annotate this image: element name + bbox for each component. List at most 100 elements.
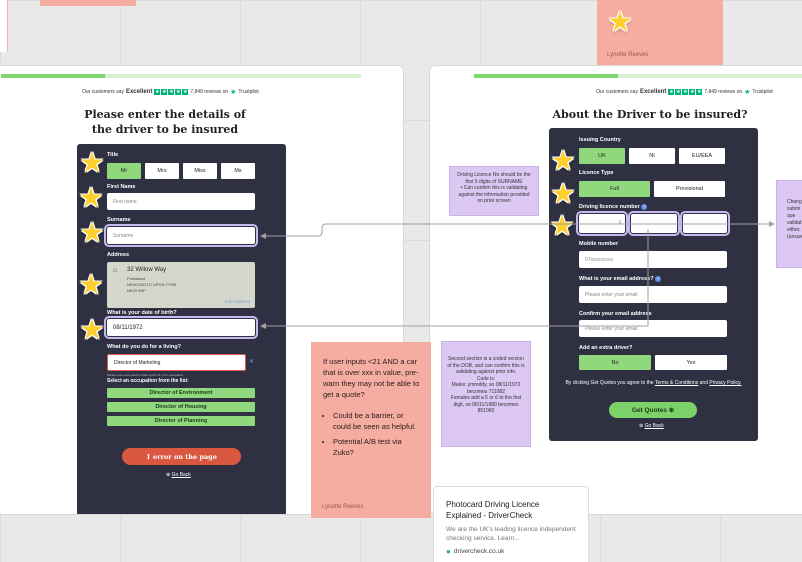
go-back-link[interactable]: ⊕ Go Back: [166, 472, 191, 478]
sticky-note-dob[interactable]: Second section is a coded version of the…: [441, 341, 531, 447]
driver-details-form: Title Mr Mrs Miss Ms First Name First na…: [77, 144, 286, 514]
issuing-country-label: Issuing Country: [579, 137, 621, 143]
occupation-hint: Please enter and select a valid option f…: [107, 373, 184, 377]
confirm-email-input[interactable]: Please enter your email: [579, 320, 727, 337]
star-icon: ★: [78, 182, 104, 213]
extra-driver-no[interactable]: No: [579, 355, 651, 370]
trustpilot-banner[interactable]: Our customers say Excellent ★★★★★ 7,849 …: [596, 88, 773, 96]
link-preview-card[interactable]: Photocard Driving Licence Explained - Dr…: [433, 486, 589, 562]
extra-driver-yes[interactable]: Yes: [655, 355, 727, 370]
address-line1: 32 Willow Way: [127, 267, 167, 273]
info-icon[interactable]: ?: [655, 276, 662, 282]
sticky-note-licence[interactable]: Driving Licence No should be the first 5…: [449, 166, 539, 216]
dob-input[interactable]: 08/11/1972: [104, 316, 258, 339]
get-quotes-button[interactable]: Get Quotes ⊕: [609, 402, 697, 418]
email-input[interactable]: Please enter your email: [579, 286, 727, 303]
trust-reviews: 7,849 reviews on: [704, 89, 743, 95]
title-miss[interactable]: Miss: [183, 163, 217, 179]
note-bullets: Could be a barrier, or could be seen as …: [323, 410, 421, 458]
address-line4: NE20 9RF: [127, 288, 146, 293]
issuing-eu[interactable]: EU/EEA: [679, 148, 725, 164]
surname-input[interactable]: Surname: [104, 224, 258, 247]
star-icon: ★: [550, 145, 576, 176]
trust-rating: Excellent: [125, 89, 153, 95]
link-description: We are the UK's leading licence independ…: [446, 526, 576, 542]
email-label-text: What is your email address?: [579, 276, 654, 282]
sticky-note-top-left[interactable]: [40, 0, 136, 6]
licence-number-part3[interactable]: [680, 211, 730, 236]
note-text: Driving Licence No should be the first 5…: [457, 172, 531, 204]
terms-text: By clicking Get Quotes you agree to the …: [563, 380, 744, 387]
go-back-link[interactable]: ⊕ Go Back: [639, 423, 664, 429]
frame-edge-left: [0, 0, 8, 52]
note-text: Second section is a coded version of the…: [447, 356, 525, 414]
link-url: drivercheck.co.uk: [453, 548, 505, 555]
right-page-frame[interactable]: Our customers say Excellent ★★★★★ 7,849 …: [429, 65, 802, 515]
issuing-uk[interactable]: UK: [579, 148, 625, 164]
trust-brand: Trustpilot: [238, 89, 259, 95]
get-quotes-label: Get Quotes: [631, 406, 667, 414]
link-title[interactable]: Photocard Driving Licence Explained - Dr…: [446, 500, 540, 520]
terms-link[interactable]: Terms & Conditions: [654, 380, 699, 386]
mobile-input[interactable]: 07xxxxxxxxx: [579, 251, 727, 268]
note-author: Lynette Reeves: [607, 52, 649, 58]
star-icon: ★: [79, 314, 105, 345]
title-ms[interactable]: Ms: [221, 163, 255, 179]
note-bullet: Could be a barrier, or could be seen as …: [333, 410, 421, 432]
title-mr[interactable]: Mr: [107, 163, 141, 179]
licence-type-label: Licence Type: [579, 170, 614, 176]
licence-type-options: Full Provisional: [579, 181, 725, 197]
home-icon: ⌂: [113, 267, 118, 274]
occupation-input[interactable]: Director of Marketing: [107, 354, 246, 371]
address-line3: NEWCASTLE UPON TYNE: [127, 282, 177, 287]
occupation-select-label: Select an occupation from the list:: [107, 378, 189, 384]
address-card[interactable]: ⌂ 32 Willow Way Pontaland NEWCASTLE UPON…: [107, 262, 255, 308]
note-bullet: Potential A/B test via Zuko?: [333, 436, 421, 458]
trustpilot-banner[interactable]: Our customers say Excellent ★★★★★ 7,849 …: [82, 88, 259, 96]
go-back-label: Go Back: [644, 423, 664, 429]
note-question: If user inputs <21 AND a car that is ove…: [323, 357, 420, 399]
star-icon: ★: [79, 217, 105, 248]
licence-provisional[interactable]: Provisional: [654, 181, 725, 197]
privacy-link[interactable]: Privacy Policy.: [709, 380, 742, 386]
star-icon: ★: [78, 269, 104, 300]
title-options: Mr Mrs Miss Ms: [107, 163, 256, 179]
occupation-option[interactable]: Director of Planning: [107, 416, 255, 426]
star-icon: ★: [607, 6, 633, 37]
star-icon: ★: [549, 210, 575, 241]
dob-label: What is your date of birth?: [107, 310, 177, 316]
back-arrow-icon: ⊕: [639, 423, 645, 429]
progress-track: [474, 74, 802, 78]
sticky-note-quote[interactable]: If user inputs <21 AND a car that is ove…: [311, 342, 431, 518]
trust-stars: ★★★★★: [154, 89, 189, 95]
licence-number-part2[interactable]: [628, 211, 680, 236]
edit-address-link[interactable]: Edit address: [224, 299, 250, 304]
issuing-country-options: UK NI EU/EEA: [579, 148, 725, 164]
occupation-option[interactable]: Director of Environment: [107, 388, 255, 398]
licence-number-text: Driving licence number: [579, 204, 640, 210]
first-name-input[interactable]: First name: [107, 193, 255, 210]
title-label: Title: [107, 152, 119, 158]
trust-stars: ★★★★★: [668, 89, 703, 95]
sticky-note-top[interactable]: ★ Lynette Reeves: [597, 0, 723, 68]
extra-driver-label: Add an extra driver?: [579, 345, 633, 351]
licence-full[interactable]: Full: [579, 181, 650, 197]
info-icon[interactable]: ?: [641, 204, 648, 210]
address-line2: Pontaland: [127, 276, 146, 281]
occupation-option[interactable]: Director of Housing: [107, 402, 255, 412]
note-text: Chang submi que validat either, ei (unsu…: [787, 199, 802, 240]
note-author: Lynette Reeves: [322, 504, 364, 510]
issuing-ni[interactable]: NI: [629, 148, 675, 164]
error-button[interactable]: 1 error on the page: [122, 448, 241, 465]
trust-brand: Trustpilot: [752, 89, 773, 95]
link-url-row[interactable]: ● drivercheck.co.uk: [446, 547, 576, 556]
progress-track: [1, 74, 361, 78]
licence-number-part1[interactable]: [576, 211, 628, 236]
trust-rating: Excellent: [639, 89, 667, 95]
trust-reviews: 7,849 reviews on: [190, 89, 229, 95]
sticky-note-right-edge[interactable]: Chang submi que validat either, ei (unsu…: [776, 180, 802, 268]
title-mrs[interactable]: Mrs: [145, 163, 179, 179]
confirm-email-label: Confirm your email address: [579, 311, 652, 317]
trust-prefix: Our customers say: [596, 89, 638, 95]
occupation-clear-icon[interactable]: ✕: [249, 359, 255, 365]
